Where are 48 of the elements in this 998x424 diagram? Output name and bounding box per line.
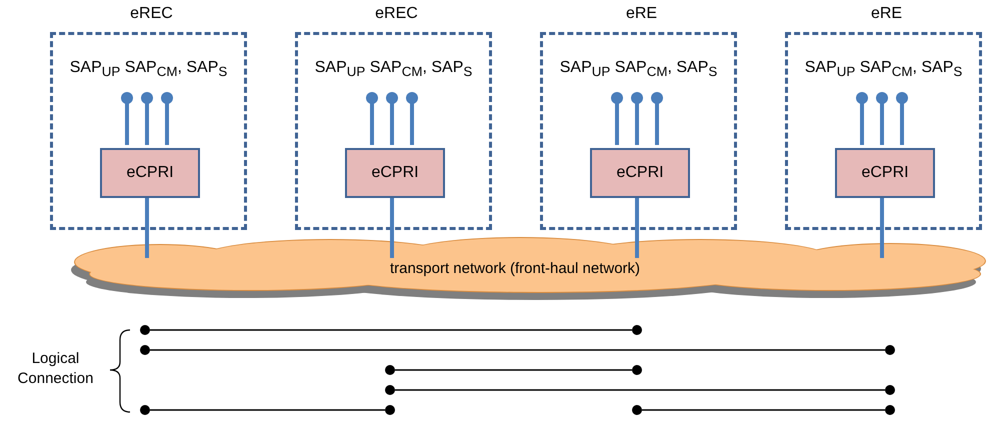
- endpoint-dot: [140, 345, 150, 355]
- sap-pin: [406, 92, 418, 145]
- protocol-box: eCPRI: [590, 148, 690, 198]
- sap-pin: [121, 92, 133, 145]
- protocol-box: eCPRI: [835, 148, 935, 198]
- frame-heading: eREC: [129, 5, 174, 23]
- endpoint-dot: [632, 325, 642, 335]
- sap-pin: [386, 92, 398, 145]
- sap-label: SAP$_{UP}$ SAP$_{CM}$, SAP$_{S}$: [314, 59, 474, 80]
- endpoint-dot: [385, 385, 395, 395]
- link-line: [145, 195, 149, 258]
- group-label: Logical Connection: [16, 349, 94, 389]
- connection-line: [150, 349, 885, 351]
- sap-label: SAP$_{UP}$ SAP$_{CM}$, SAP$_{S}$: [68, 59, 228, 80]
- sap-pin: [876, 92, 888, 145]
- connection-line: [395, 389, 885, 391]
- sap-pin: [896, 92, 908, 145]
- sap-pin: [631, 92, 643, 145]
- frame-heading: eRE: [870, 5, 904, 23]
- protocol-box: eCPRI: [100, 148, 200, 198]
- network-label: transport network (front-haul network): [388, 260, 642, 277]
- sap-label: SAP$_{UP}$ SAP$_{CM}$, SAP$_{S}$: [804, 59, 964, 80]
- endpoint-dot: [632, 405, 642, 415]
- sap-pin: [161, 92, 173, 145]
- endpoint-dot: [885, 385, 895, 395]
- sap-pin: [856, 92, 868, 145]
- endpoint-dot: [140, 405, 150, 415]
- link-line: [390, 195, 394, 258]
- sap-pin: [611, 92, 623, 145]
- connection-line: [150, 329, 632, 331]
- endpoint-dot: [385, 405, 395, 415]
- endpoint-dot: [140, 325, 150, 335]
- link-line: [635, 195, 639, 258]
- frame-heading: eREC: [374, 5, 419, 23]
- connection-line: [395, 369, 632, 371]
- sap-pin: [366, 92, 378, 145]
- connection-line: [642, 409, 885, 411]
- connection-line: [150, 409, 385, 411]
- endpoint-dot: [885, 345, 895, 355]
- link-line: [880, 195, 884, 258]
- endpoint-dot: [632, 365, 642, 375]
- frame-heading: eRE: [624, 5, 658, 23]
- protocol-box: eCPRI: [345, 148, 445, 198]
- endpoint-dot: [385, 365, 395, 375]
- sap-pin: [141, 92, 153, 145]
- endpoint-dot: [885, 405, 895, 415]
- sap-label: SAP$_{UP}$ SAP$_{CM}$, SAP$_{S}$: [558, 59, 718, 80]
- sap-pin: [651, 92, 663, 145]
